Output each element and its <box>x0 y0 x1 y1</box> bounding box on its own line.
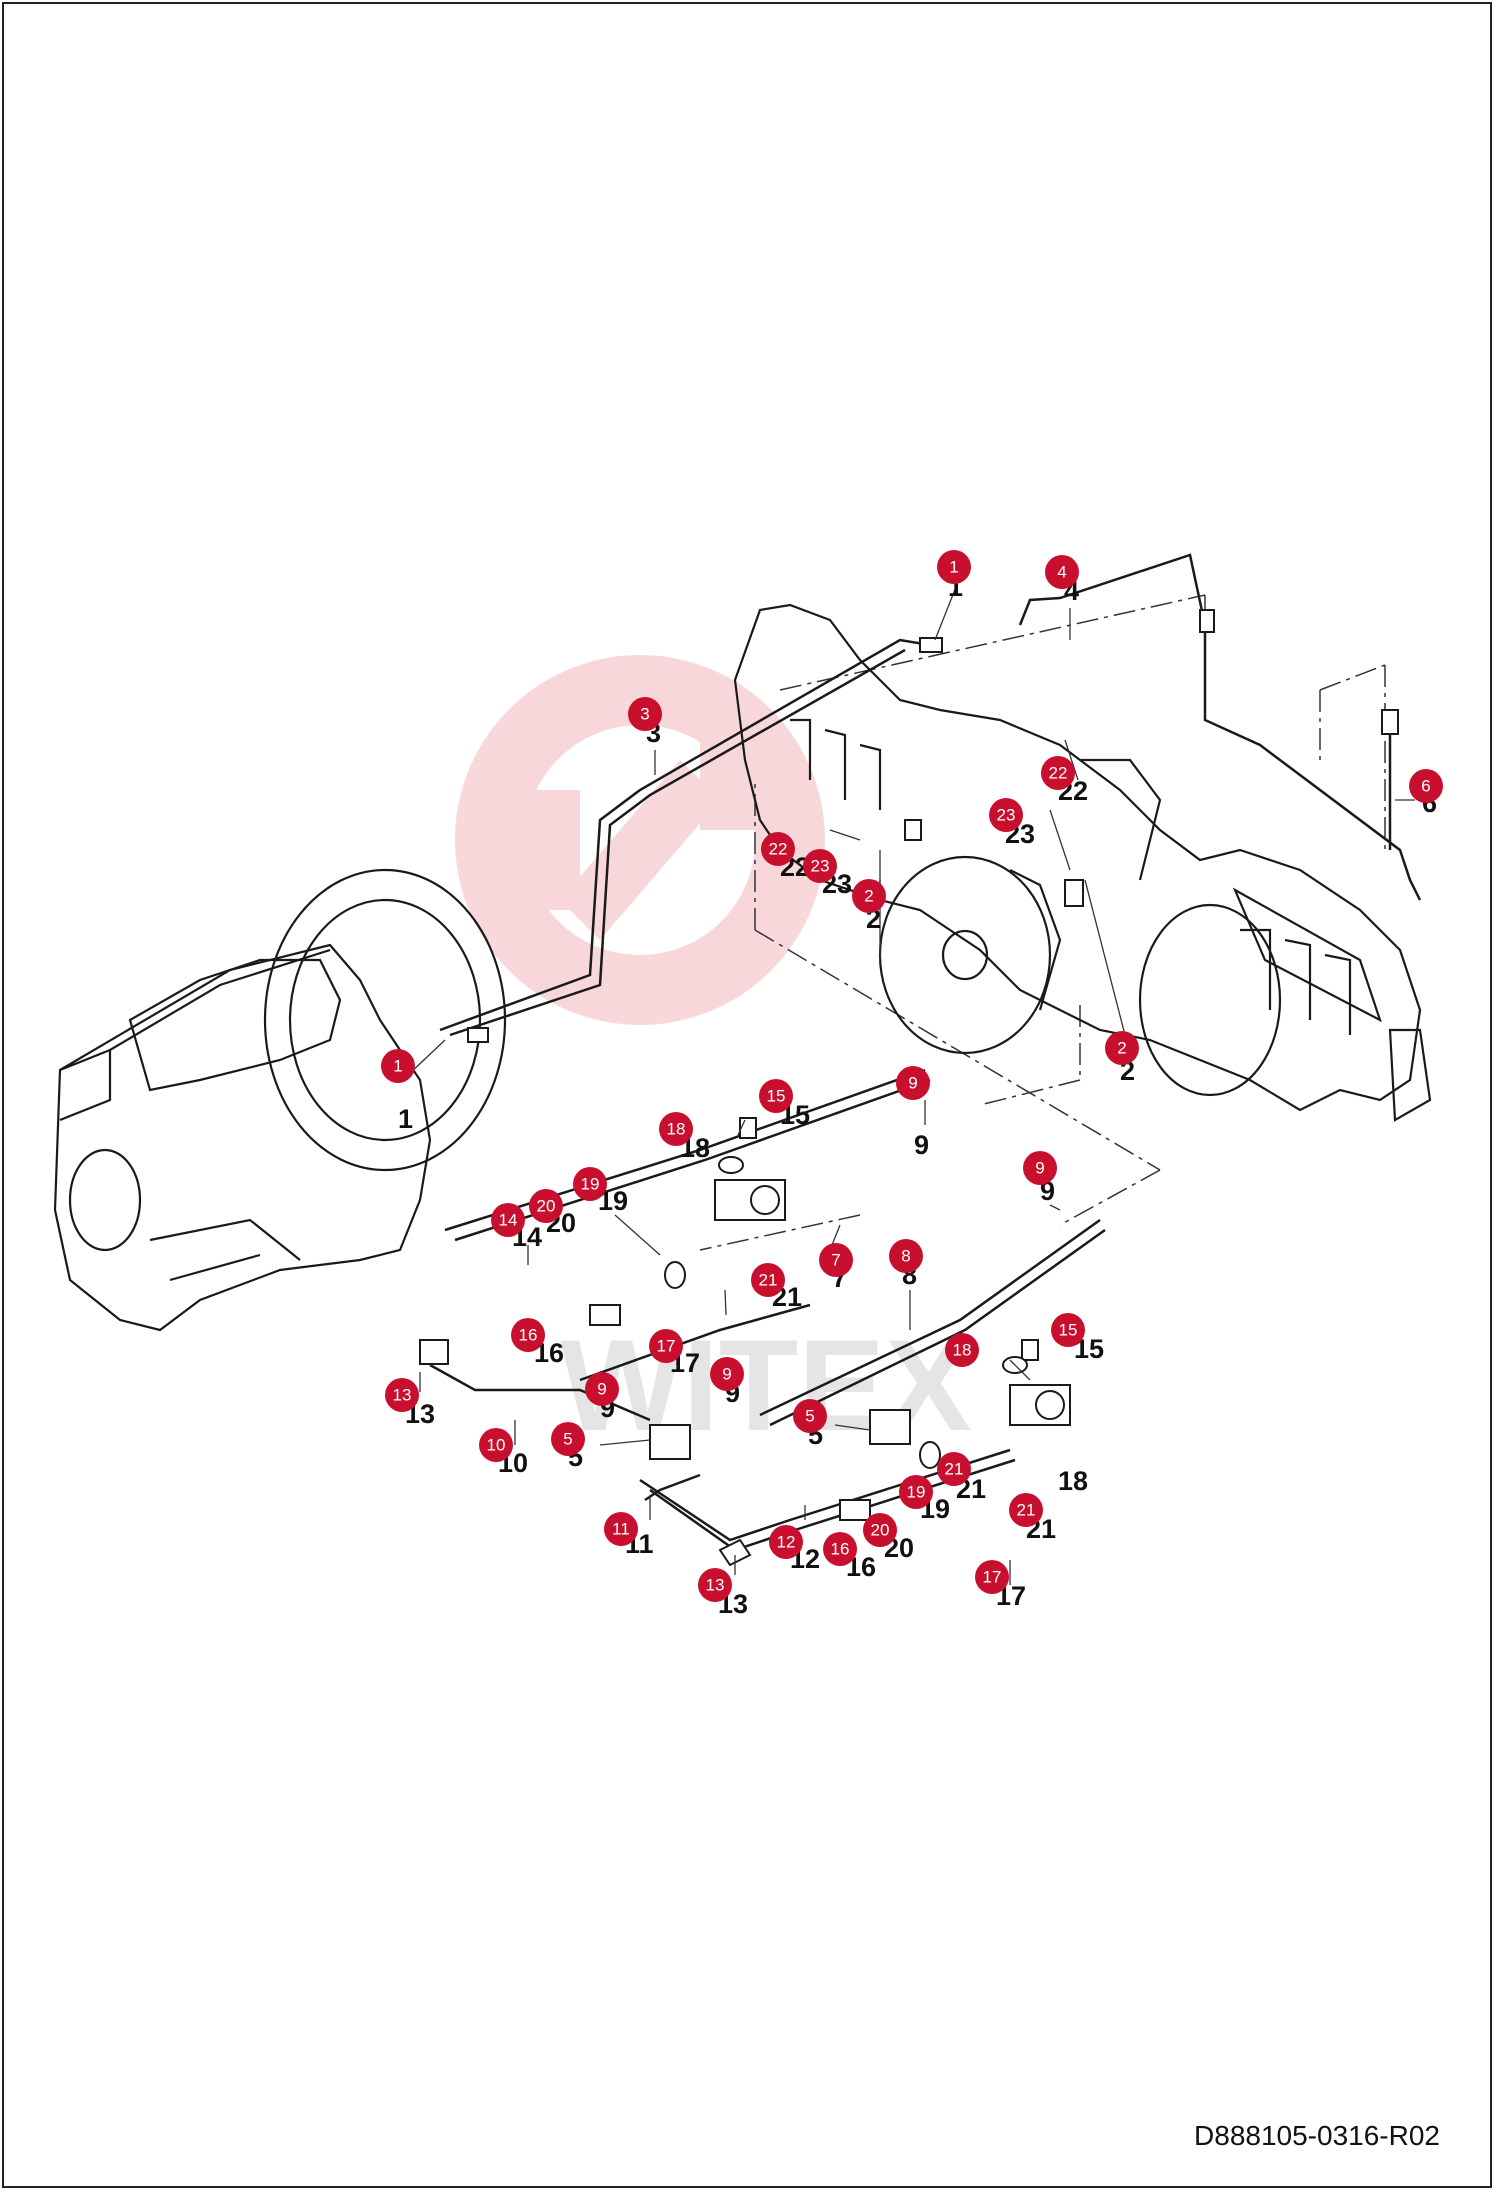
callout-18: 18 <box>945 1333 979 1367</box>
svg-text:9: 9 <box>597 1380 606 1399</box>
svg-text:4: 4 <box>1057 563 1066 582</box>
callout-17: 17 <box>975 1560 1009 1594</box>
callout-7: 7 <box>819 1243 853 1277</box>
svg-text:8: 8 <box>901 1247 910 1266</box>
callout-4: 4 <box>1045 555 1079 589</box>
svg-text:20: 20 <box>537 1197 556 1216</box>
callout-15: 15 <box>1051 1313 1085 1347</box>
callout-2: 2 <box>852 879 886 913</box>
svg-text:21: 21 <box>759 1271 778 1290</box>
svg-text:3: 3 <box>640 705 649 724</box>
callout-11: 11 <box>604 1512 638 1546</box>
svg-text:20: 20 <box>871 1521 890 1540</box>
svg-text:1: 1 <box>949 558 958 577</box>
svg-text:21: 21 <box>1017 1501 1036 1520</box>
callout-21: 21 <box>937 1452 971 1486</box>
drawing-code: D888105-0316-R02 <box>1194 2120 1440 2151</box>
svg-text:15: 15 <box>767 1087 786 1106</box>
part-label-9: 9 <box>914 1130 929 1160</box>
svg-text:1: 1 <box>393 1057 402 1076</box>
callout-9: 9 <box>896 1066 930 1100</box>
svg-text:5: 5 <box>563 1430 572 1449</box>
callout-17: 17 <box>649 1329 683 1363</box>
callout-2: 2 <box>1105 1031 1139 1065</box>
callout-14: 14 <box>491 1203 525 1237</box>
callout-16: 16 <box>511 1318 545 1352</box>
part-label-1: 1 <box>398 1104 413 1134</box>
callout-13: 13 <box>698 1568 732 1602</box>
leader-lines <box>407 581 1415 1585</box>
callout-15: 15 <box>759 1079 793 1113</box>
svg-text:22: 22 <box>769 840 788 859</box>
svg-text:11: 11 <box>612 1520 630 1539</box>
svg-text:12: 12 <box>777 1533 796 1552</box>
callout-20: 20 <box>863 1513 897 1547</box>
callout-9: 9 <box>1023 1151 1057 1185</box>
callout-markers: 1 1 2 2 3 4 5 5 6 7 8 9 9 9 9 10 11 12 1… <box>381 550 1443 1602</box>
callout-12: 12 <box>769 1525 803 1559</box>
svg-text:23: 23 <box>811 857 830 876</box>
svg-text:9: 9 <box>908 1074 917 1093</box>
callout-19: 19 <box>899 1475 933 1509</box>
callout-5: 5 <box>551 1422 585 1456</box>
svg-text:5: 5 <box>805 1407 814 1426</box>
svg-text:2: 2 <box>1117 1039 1126 1058</box>
watermark-logo <box>455 655 826 1025</box>
svg-text:19: 19 <box>907 1483 926 1502</box>
callout-16: 16 <box>823 1532 857 1566</box>
svg-text:17: 17 <box>983 1568 1002 1587</box>
svg-text:10: 10 <box>487 1436 506 1455</box>
callout-10: 10 <box>479 1428 513 1462</box>
callout-22: 22 <box>761 832 795 866</box>
svg-text:9: 9 <box>722 1365 731 1384</box>
svg-text:13: 13 <box>393 1386 412 1405</box>
svg-text:9: 9 <box>1035 1159 1044 1178</box>
callout-23: 23 <box>803 849 837 883</box>
svg-text:18: 18 <box>953 1341 972 1360</box>
callout-23: 23 <box>989 798 1023 832</box>
callout-3: 3 <box>628 697 662 731</box>
callout-8: 8 <box>889 1239 923 1273</box>
svg-text:23: 23 <box>997 806 1016 825</box>
callout-1: 1 <box>937 550 971 584</box>
callout-21: 21 <box>751 1263 785 1297</box>
svg-text:14: 14 <box>499 1211 518 1230</box>
part-label-18: 18 <box>1058 1466 1088 1496</box>
callout-21: 21 <box>1009 1493 1043 1527</box>
svg-text:2: 2 <box>864 887 873 906</box>
svg-text:17: 17 <box>657 1337 676 1356</box>
callout-18: 18 <box>659 1112 693 1146</box>
svg-text:13: 13 <box>706 1576 725 1595</box>
svg-text:21: 21 <box>945 1460 964 1479</box>
callout-9: 9 <box>585 1372 619 1406</box>
svg-text:15: 15 <box>1059 1321 1078 1340</box>
callout-9: 9 <box>710 1357 744 1391</box>
svg-text:22: 22 <box>1049 764 1068 783</box>
fittings <box>419 609 1399 1567</box>
transmission-housing <box>53 868 507 1332</box>
callout-19: 19 <box>573 1167 607 1201</box>
callout-22: 22 <box>1041 756 1075 790</box>
callout-1: 1 <box>381 1049 415 1083</box>
callout-6: 6 <box>1409 769 1443 803</box>
svg-text:16: 16 <box>831 1540 850 1559</box>
svg-text:6: 6 <box>1421 777 1430 796</box>
callout-5: 5 <box>793 1399 827 1433</box>
callout-13: 13 <box>385 1378 419 1412</box>
rear-axle-housing <box>733 603 1432 1122</box>
svg-text:16: 16 <box>519 1326 538 1345</box>
svg-text:7: 7 <box>831 1251 840 1270</box>
svg-text:18: 18 <box>667 1120 686 1139</box>
callout-20: 20 <box>529 1189 563 1223</box>
svg-text:19: 19 <box>581 1175 600 1194</box>
